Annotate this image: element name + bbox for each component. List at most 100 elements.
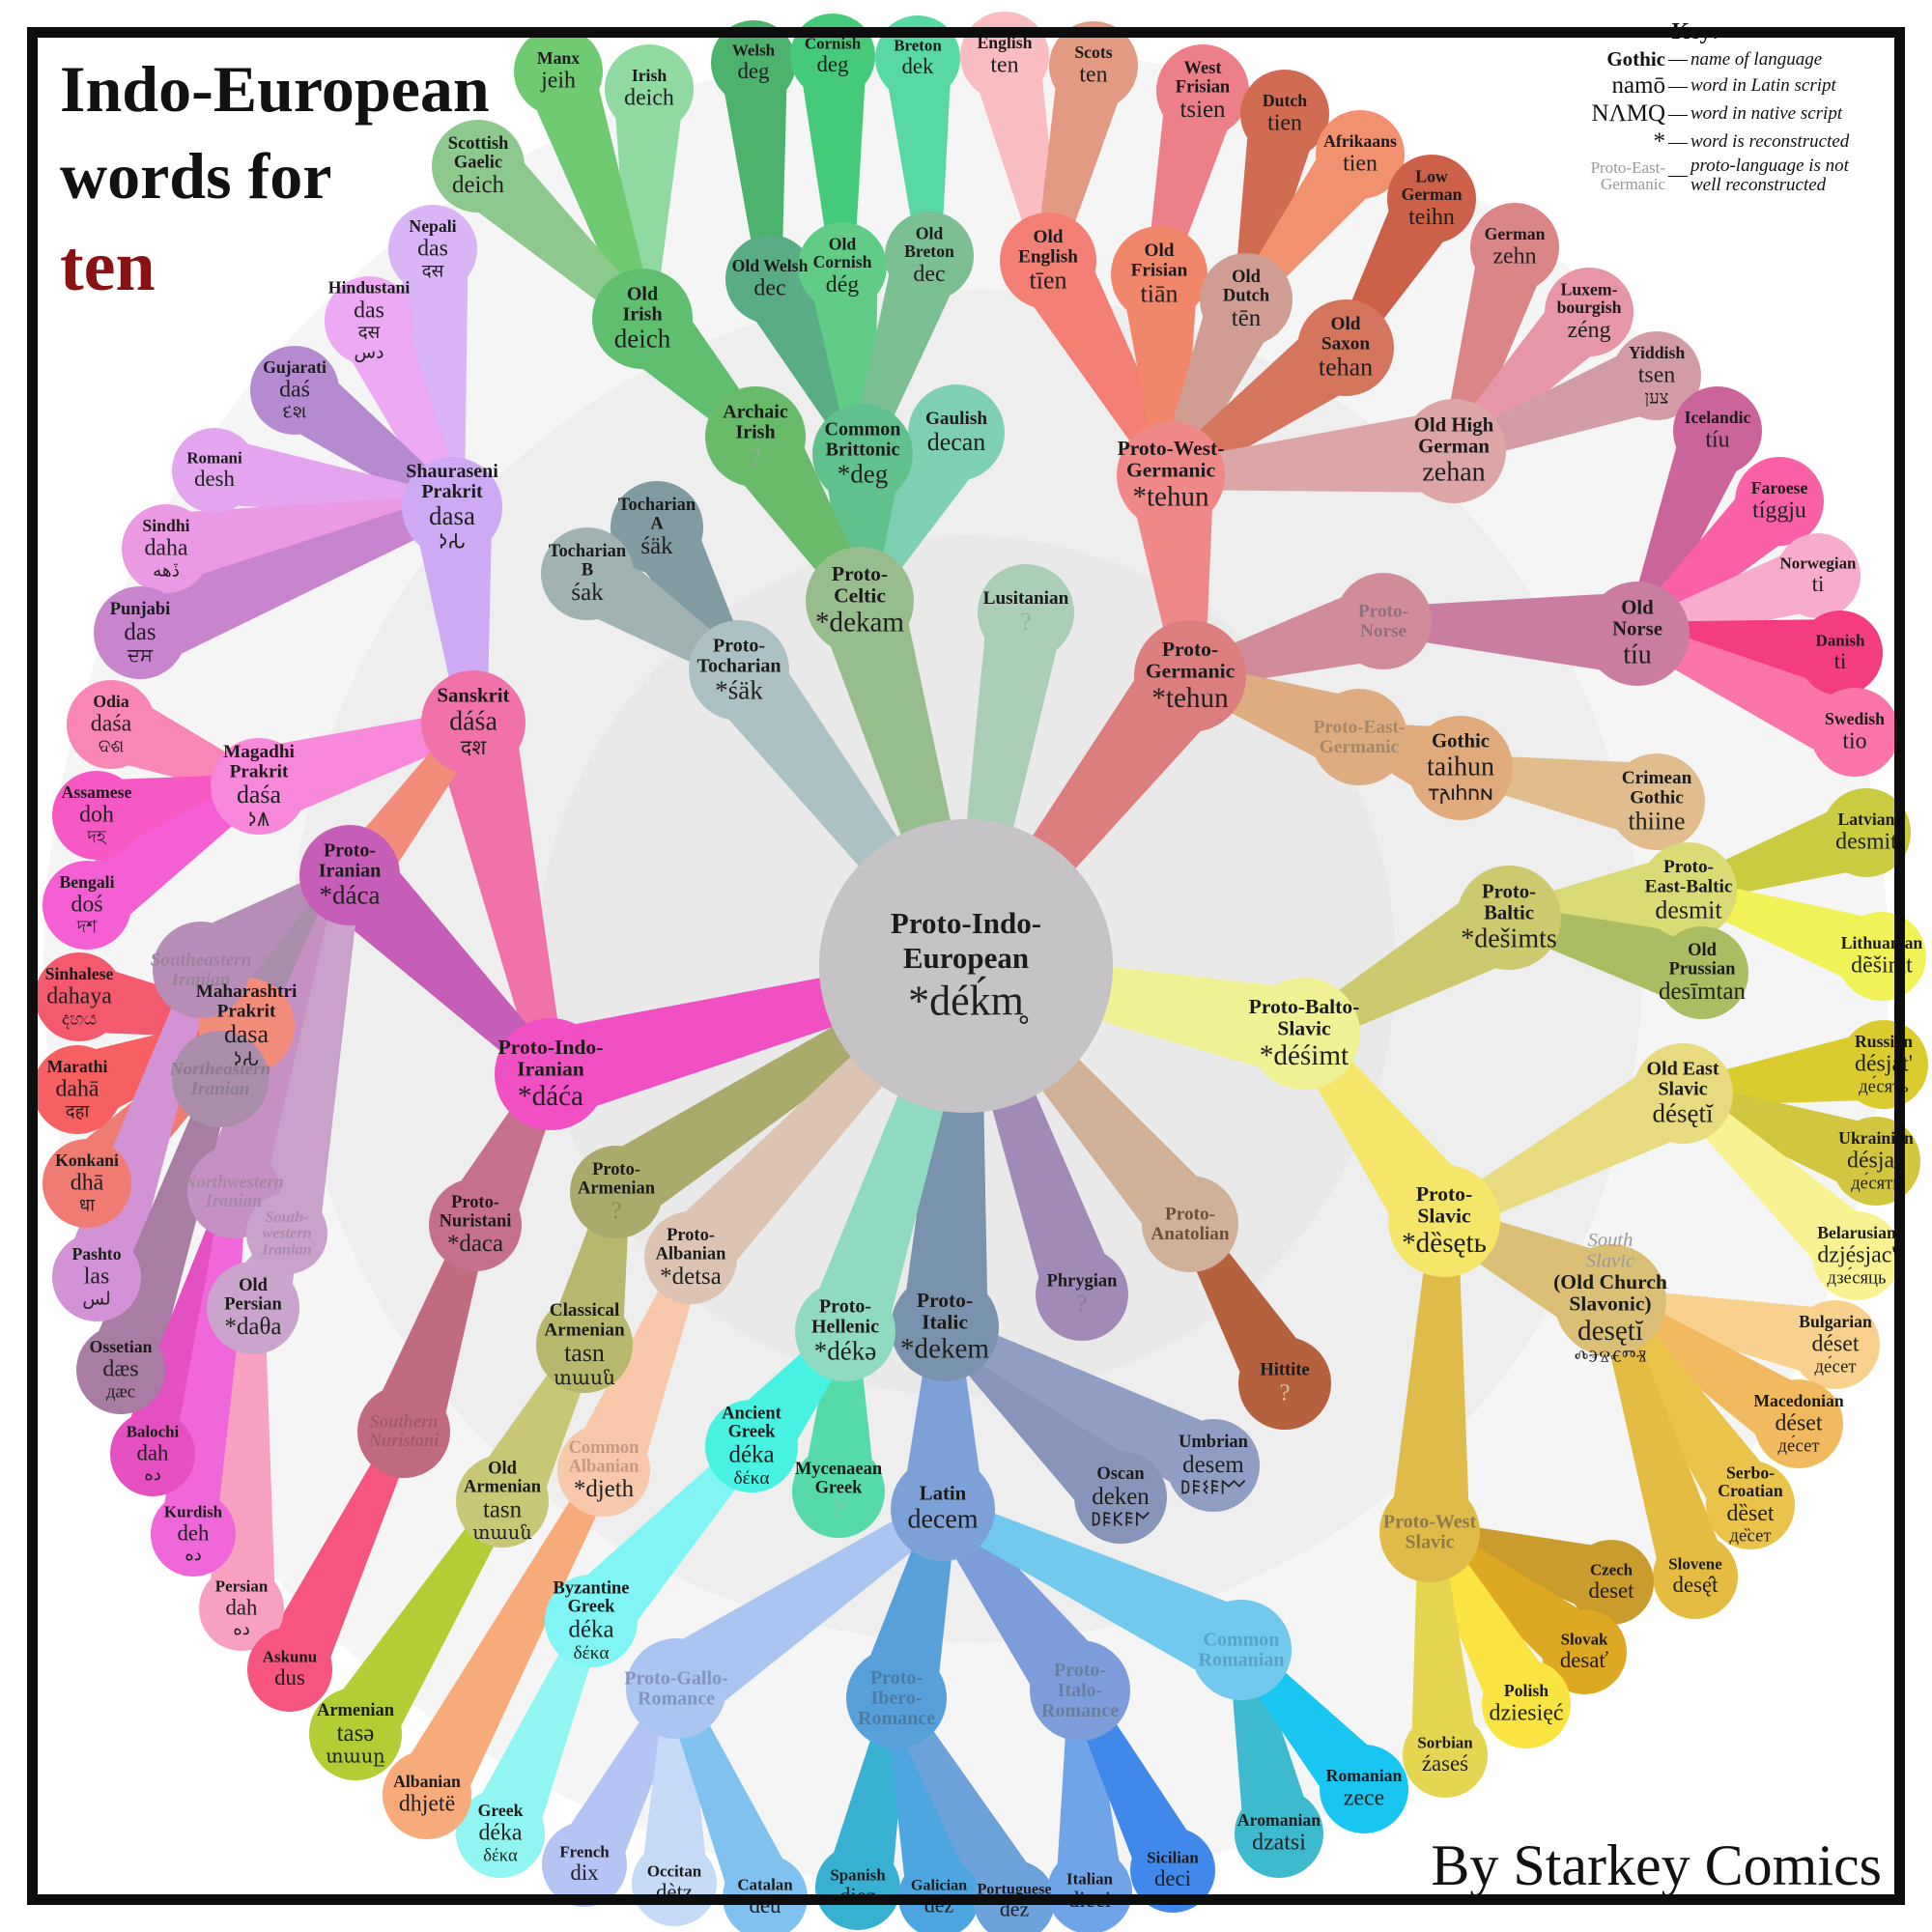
label-line: Slavic (1586, 1251, 1634, 1272)
label-line: Romance (1041, 1700, 1119, 1721)
label-line: Frisian (1176, 76, 1230, 96)
label-line: де́сет (1815, 1355, 1857, 1377)
common-albanian-bubble (557, 1424, 650, 1517)
label-line: Punjabi (110, 599, 171, 618)
afrikaans-bubble (1316, 110, 1405, 199)
label-line: Serbo- (1726, 1463, 1775, 1482)
label-line: thiine (1628, 807, 1685, 835)
label-line: Sindhi (142, 516, 189, 535)
french-bubble (542, 1822, 627, 1907)
label-line: dieci (1068, 1888, 1111, 1912)
label-line: Ancient (722, 1403, 781, 1422)
label-line: Byzantine (554, 1577, 630, 1597)
label-line: ? (1020, 608, 1032, 636)
label-line: Irish (622, 303, 662, 325)
label-line: Slavic (1405, 1531, 1454, 1552)
proto-slavic-bubble (1388, 1165, 1500, 1277)
label-line: Sanskrit (438, 686, 510, 707)
label-line: ਦਸ (127, 645, 153, 666)
occitan-bubble (632, 1841, 717, 1926)
label-line: Ossetian (90, 1337, 153, 1356)
welsh-bubble (711, 20, 796, 105)
wedge-albanian (395, 1463, 615, 1812)
label-line: Danish (1816, 631, 1865, 649)
odia-bubble (67, 680, 156, 769)
label-line: ? (750, 441, 761, 470)
key-desc: word in Latin script (1690, 75, 1836, 97)
swedish-bubble (1810, 688, 1899, 777)
node-proto-gallo-romance: Proto-Gallo-Romance (624, 1667, 727, 1709)
label-line: teihn (1408, 205, 1455, 230)
proto-anatolian-bubble (1142, 1176, 1238, 1272)
label-line: Cornish (805, 34, 862, 52)
label-line: Marathi (47, 1057, 108, 1076)
label-line: tíggju (1752, 498, 1806, 524)
wedge-sorbian (1410, 1531, 1480, 1758)
label-line: deg (738, 59, 770, 83)
label-line: Irish (632, 66, 668, 85)
marathi-bubble (33, 1045, 122, 1134)
label-line: ? (1076, 1291, 1087, 1317)
label-line: Armenian (317, 1700, 394, 1719)
label-line: Manx (537, 48, 580, 68)
scots-bubble (1049, 21, 1138, 110)
wedge-scots (1036, 57, 1128, 264)
node-proto-indo-iranian: Proto-Indo-Iranian*dáća (498, 1036, 604, 1112)
label-line: Odia (93, 692, 129, 711)
label-line: dzatsi (1252, 1831, 1306, 1856)
node-proto-germanic: Proto-Germanic*tehun (1146, 638, 1236, 714)
old-persian-bubble (207, 1262, 299, 1354)
label-line: zehn (1492, 244, 1536, 270)
label-line: ? (611, 1198, 621, 1224)
proto-nuristani-bubble (429, 1179, 522, 1271)
old-cornish-bubble (798, 222, 887, 311)
label-line: daśa (91, 712, 132, 737)
label-line: Slovak (1561, 1630, 1608, 1648)
label-line: das (354, 298, 384, 323)
label-line: Dutch (1263, 91, 1307, 110)
proto-iranian-bubble (299, 825, 400, 925)
node-proto-albanian: Proto-Albanian*detsa (656, 1225, 726, 1290)
label-line: Iranian (261, 1242, 311, 1259)
label-line: ده (185, 1545, 201, 1564)
label-line: 𑀤𑀲 (233, 1049, 259, 1070)
label-line: French (559, 1842, 610, 1861)
wedge-proto-west-slavic (1389, 1220, 1470, 1534)
label-line: Nuristani (440, 1210, 512, 1230)
label-line: Proto-West- (1118, 437, 1225, 460)
label-line: Baltic (1484, 902, 1534, 923)
label-line: दश (461, 736, 488, 759)
label-line: Belarusian (1817, 1223, 1896, 1242)
wedge-armenian (324, 1493, 514, 1754)
label-line: Southeastern (151, 951, 252, 971)
label-line: decem (907, 1505, 978, 1535)
label-line: désjat' (1847, 1149, 1905, 1174)
label-line: western (262, 1226, 311, 1242)
label-line: দশ (76, 917, 99, 937)
label-line: дзе́сяць (1828, 1266, 1887, 1288)
label-line: Breton (894, 36, 942, 54)
tocharian-b-bubble (541, 527, 634, 620)
wedge-swedish (1632, 622, 1870, 765)
label-line: Gujarati (263, 357, 327, 377)
label-line: Armenian (544, 1320, 625, 1340)
old-norse-bubble (1585, 582, 1690, 686)
label-line: տասն (554, 1368, 615, 1389)
label-line: Proto-Indo- (498, 1036, 604, 1059)
